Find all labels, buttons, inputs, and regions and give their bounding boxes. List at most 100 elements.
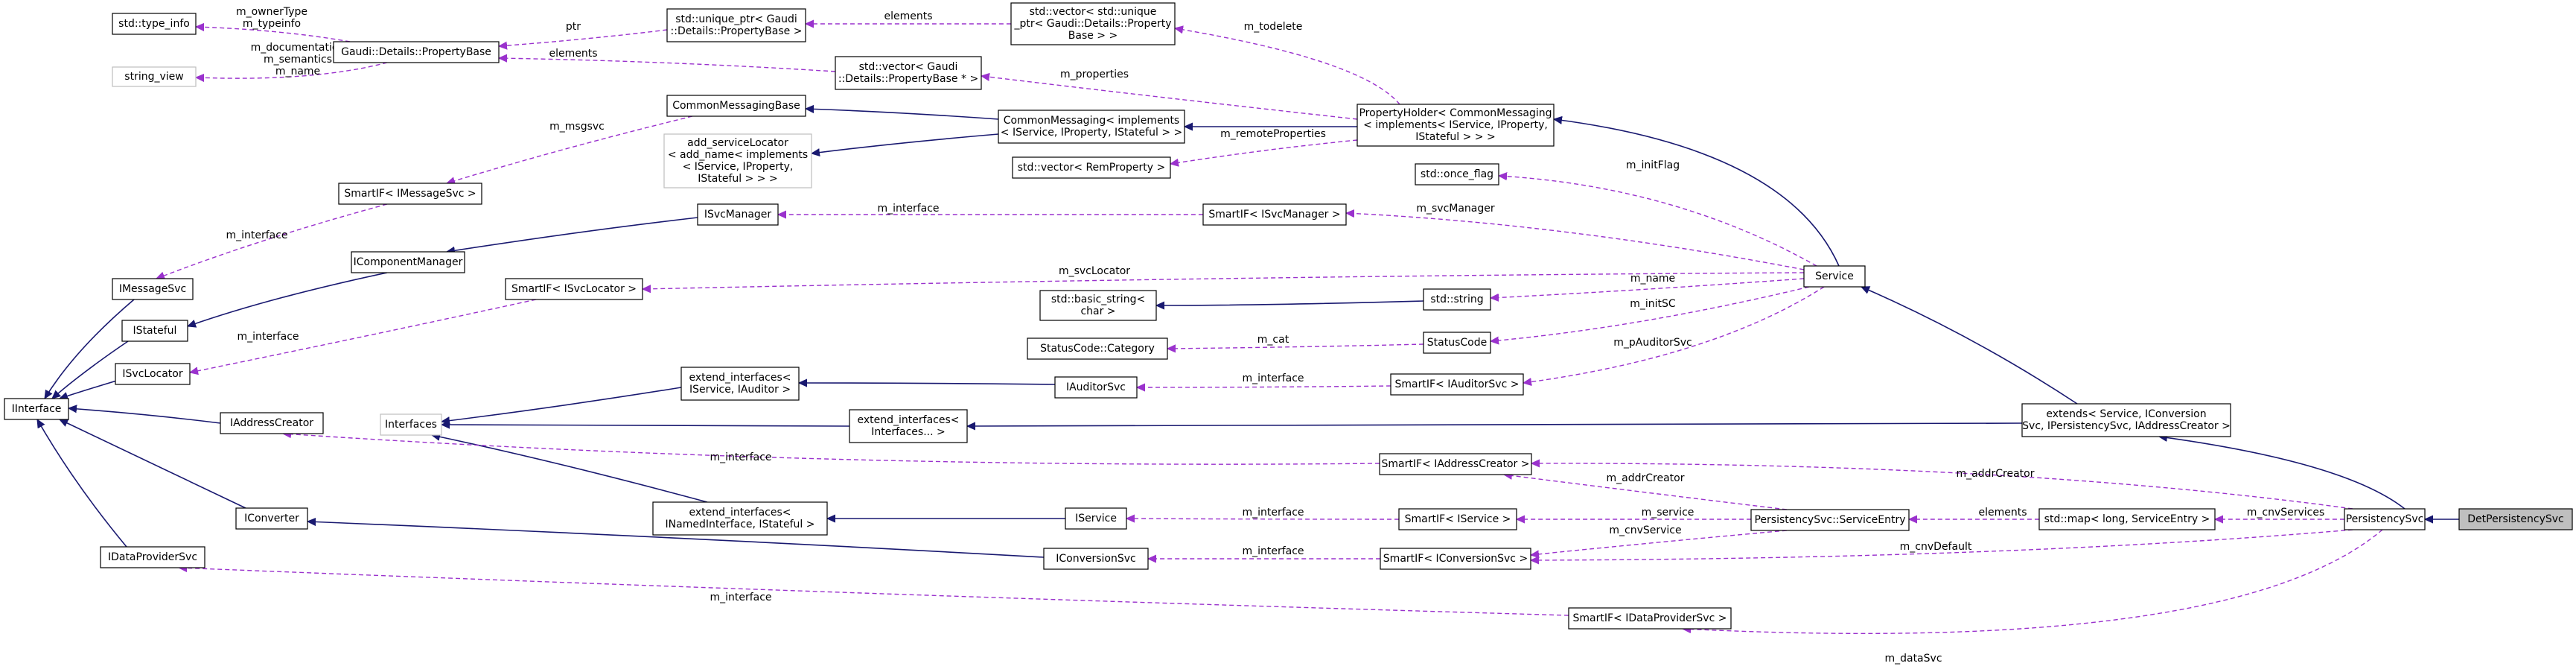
node-label: SmartIF< IConversionSvc > — [1383, 553, 1528, 565]
class-node-service-entry[interactable]: PersistencySvc::ServiceEntry — [1750, 509, 1910, 531]
class-node-std-string[interactable]: std::string — [1423, 288, 1491, 311]
class-node-smart-if-iaddress-creator[interactable]: SmartIF< IAddressCreator > — [1379, 453, 1532, 475]
node-box — [100, 546, 205, 568]
node-label: ISvcManager — [704, 209, 772, 221]
class-node-imessage-svc[interactable]: IMessageSvc — [112, 278, 194, 300]
node-box — [1423, 332, 1491, 354]
usage-edge-vec-propbase-to-property-base — [499, 58, 836, 72]
node-box — [235, 507, 308, 530]
edge-label: m_svcManager — [1416, 203, 1495, 215]
node-box — [1010, 2, 1176, 45]
class-node-iauditor-svc[interactable]: IAuditorSvc — [1054, 376, 1138, 399]
usage-edge-service-to-status-code — [1491, 286, 1810, 341]
class-node-vec-unique-ptr[interactable]: std::vector< std::unique_ptr< Gaudi::Det… — [1010, 2, 1176, 45]
class-node-iconversion-svc[interactable]: IConversionSvc — [1043, 548, 1149, 570]
class-node-type-info[interactable]: std::type_info — [112, 13, 197, 35]
edge-label: m_interface — [226, 229, 287, 241]
class-node-property-base[interactable]: Gaudi::Details::PropertyBase — [333, 41, 500, 63]
inheritance-edge-extend-interfaces-to-interfaces — [441, 425, 850, 426]
class-node-status-code-category[interactable]: StatusCode::Category — [1027, 337, 1168, 360]
node-box — [1398, 508, 1517, 530]
class-node-extend-inamed[interactable]: extend_interfaces<INamedInterface, IStat… — [652, 501, 828, 536]
class-node-vec-remprop[interactable]: std::vector< RemProperty > — [1012, 156, 1171, 179]
node-label: INamedInterface, IStateful > — [666, 519, 815, 530]
class-node-icomponent-manager[interactable]: IComponentManager — [351, 251, 465, 273]
node-label: SmartIF< IMessageSvc > — [344, 188, 476, 200]
node-label: Interfaces... > — [871, 426, 946, 438]
class-node-isvc-locator[interactable]: ISvcLocator — [115, 363, 191, 385]
node-box — [333, 41, 500, 63]
edge-label: m_ownerType — [236, 6, 307, 18]
edge-label-layer: m_ownerTypem_typeinfom_documentationm_se… — [226, 6, 2324, 665]
inheritance-edge-extends-service-to-service — [1861, 286, 2078, 405]
class-node-idata-provider-svc[interactable]: IDataProviderSvc — [100, 546, 205, 568]
edge-label: m_semantics — [264, 54, 332, 66]
class-node-iaddress-creator[interactable]: IAddressCreator — [220, 412, 324, 434]
class-node-smart-if-idata-provider-svc[interactable]: SmartIF< IDataProviderSvc > — [1568, 607, 1732, 630]
edge-label: m_interface — [1242, 373, 1304, 384]
node-label: ::Details::PropertyBase * > — [838, 73, 978, 85]
edge-label: m_cnvServices — [2247, 507, 2325, 519]
class-node-istateful[interactable]: IStateful — [121, 320, 188, 342]
edge-label: m_addrCreator — [1957, 468, 2035, 480]
node-box — [505, 278, 643, 300]
node-label: Interfaces — [385, 419, 437, 431]
class-node-status-code[interactable]: StatusCode — [1423, 332, 1491, 354]
class-node-property-holder[interactable]: PropertyHolder< CommonMessaging< impleme… — [1356, 104, 1555, 147]
class-node-iconverter[interactable]: IConverter — [235, 507, 308, 530]
class-node-smart-if-iservice[interactable]: SmartIF< IService > — [1398, 508, 1517, 530]
edge-label: m_todelete — [1244, 21, 1303, 33]
node-box — [121, 320, 188, 342]
edge-label: m_interface — [237, 331, 299, 343]
node-box — [849, 409, 968, 443]
inheritance-edge-extends-service-to-extend-interfaces — [967, 423, 2023, 426]
class-node-det-persistency-svc[interactable]: DetPersistencySvc — [2458, 508, 2573, 530]
class-node-persistency-svc[interactable]: PersistencySvc — [2344, 508, 2426, 530]
class-node-service[interactable]: Service — [1803, 265, 1866, 288]
node-label: std::unique_ptr< Gaudi — [675, 13, 797, 25]
class-node-common-messaging-base[interactable]: CommonMessagingBase — [666, 95, 806, 117]
edge-label: m_cnvService — [1609, 524, 1681, 536]
class-node-smart-if-iauditor-svc[interactable]: SmartIF< IAuditorSvc > — [1390, 373, 1524, 396]
usage-edge-persistency-svc-to-smart-if-idata-provider-svc — [1683, 529, 2383, 634]
node-label: ISvcLocator — [122, 368, 182, 380]
class-node-iinterface[interactable]: IInterface — [4, 398, 69, 420]
class-node-vec-propbase[interactable]: std::vector< Gaudi::Details::PropertyBas… — [835, 56, 982, 90]
class-node-smart-if-isvc-locator[interactable]: SmartIF< ISvcLocator > — [505, 278, 643, 300]
node-box — [1054, 376, 1138, 399]
node-box — [1356, 104, 1555, 147]
class-node-interfaces[interactable]: Interfaces — [380, 413, 442, 436]
class-node-extend-interfaces[interactable]: extend_interfaces<Interfaces... > — [849, 409, 968, 443]
usage-edge-property-holder-to-vec-propbase — [981, 76, 1358, 120]
inheritance-edge-std-string-to-basic-string — [1156, 300, 1424, 305]
class-node-smart-if-isvc-manager[interactable]: SmartIF< ISvcManager > — [1202, 203, 1347, 226]
class-node-smart-if-imessage-svc[interactable]: SmartIF< IMessageSvc > — [338, 183, 482, 205]
class-node-std-once-flag[interactable]: std::once_flag — [1415, 163, 1499, 186]
node-label: PropertyHolder< CommonMessaging — [1359, 107, 1552, 119]
class-node-smart-if-iconversion-svc[interactable]: SmartIF< IConversionSvc > — [1380, 548, 1531, 570]
class-node-basic-string[interactable]: std::basic_string<char > — [1039, 290, 1157, 321]
edge-label: m_documentation — [251, 42, 345, 54]
class-node-string-view[interactable]: string_view — [112, 66, 197, 87]
class-node-extends-service[interactable]: extends< Service, IConversionSvc, IPersi… — [2021, 403, 2231, 437]
inheritance-edge-extend-inamed-to-interfaces — [432, 435, 708, 503]
node-label: std::string — [1430, 294, 1483, 305]
node-label: Gaudi::Details::PropertyBase — [341, 46, 491, 58]
class-node-isvc-manager[interactable]: ISvcManager — [697, 203, 779, 226]
class-node-std-map[interactable]: std::map< long, ServiceEntry > — [2038, 508, 2216, 530]
class-node-unique-ptr[interactable]: std::unique_ptr< Gaudi::Details::Propert… — [666, 8, 806, 42]
node-label: Svc, IPersistencySvc, IAddressCreator > — [2022, 420, 2231, 432]
class-node-common-messaging[interactable]: CommonMessaging< implements< IService, I… — [998, 110, 1185, 144]
node-box — [1065, 507, 1127, 530]
node-box — [2038, 508, 2216, 530]
inheritance-edge-iaddress-creator-to-iinterface — [68, 408, 221, 424]
node-label: string_view — [124, 71, 183, 83]
node-label: ::Details::PropertyBase > — [671, 25, 803, 37]
edge-label: m_name — [275, 66, 320, 77]
class-node-extend-iservice-iauditor[interactable]: extend_interfaces<IService, IAuditor > — [680, 367, 800, 401]
node-box — [1415, 163, 1499, 186]
class-node-add-service-locator[interactable]: add_serviceLocator< add_name< implements… — [663, 133, 812, 188]
usage-edge-service-to-smart-if-isvc-locator — [643, 272, 1805, 289]
node-label: extend_interfaces< — [858, 414, 960, 426]
class-node-iservice[interactable]: IService — [1065, 507, 1127, 530]
